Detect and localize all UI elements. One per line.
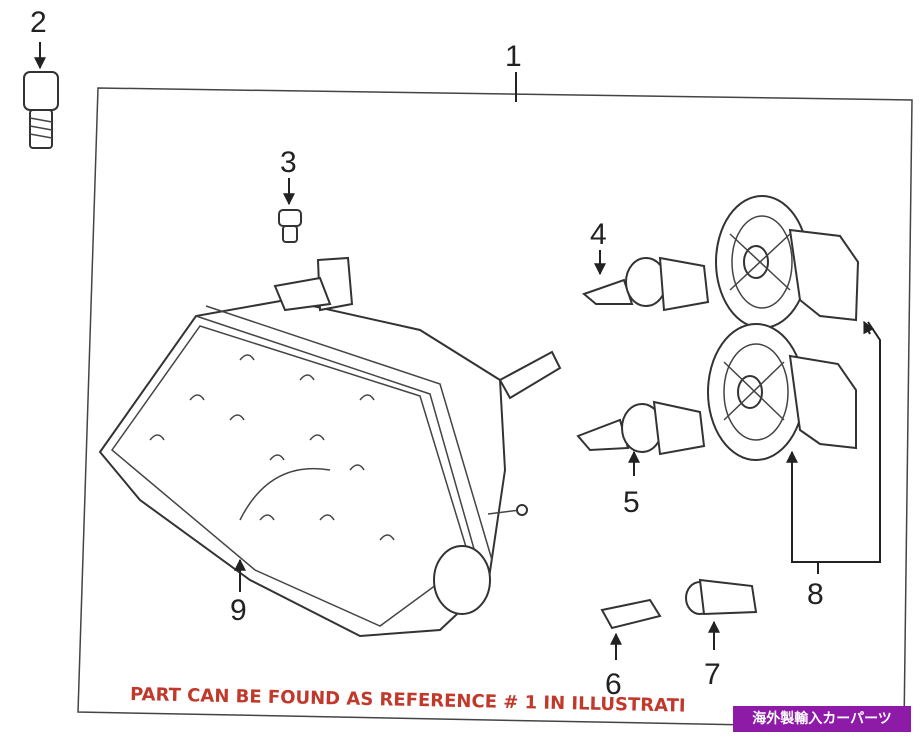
reference-note: PART CAN BE FOUND AS REFERENCE # 1 IN IL… xyxy=(130,684,686,717)
bulb-part-5 xyxy=(576,400,706,476)
callout-5: 5 xyxy=(623,486,640,519)
callout-8: 8 xyxy=(807,578,824,611)
headlamp-housing-part-9 xyxy=(98,256,562,638)
callout-9: 9 xyxy=(230,594,247,627)
socket-part-8-lower xyxy=(707,323,857,461)
bulb-part-6 xyxy=(600,598,662,660)
callout-2: 2 xyxy=(30,6,47,39)
callout-1: 1 xyxy=(505,40,522,73)
callout-6: 6 xyxy=(605,668,622,701)
bolt-part-2 xyxy=(23,42,59,149)
import-parts-badge: 海外製輸入カーパーツ xyxy=(733,706,911,732)
socket-part-8-upper xyxy=(715,195,860,329)
callout-7: 7 xyxy=(704,658,721,691)
callout-3: 3 xyxy=(280,146,297,179)
leader-8 xyxy=(791,321,881,563)
socket-part-7 xyxy=(685,578,758,650)
callout-4: 4 xyxy=(590,218,607,251)
clip-part-3 xyxy=(278,178,302,243)
bulb-part-4 xyxy=(582,250,710,312)
